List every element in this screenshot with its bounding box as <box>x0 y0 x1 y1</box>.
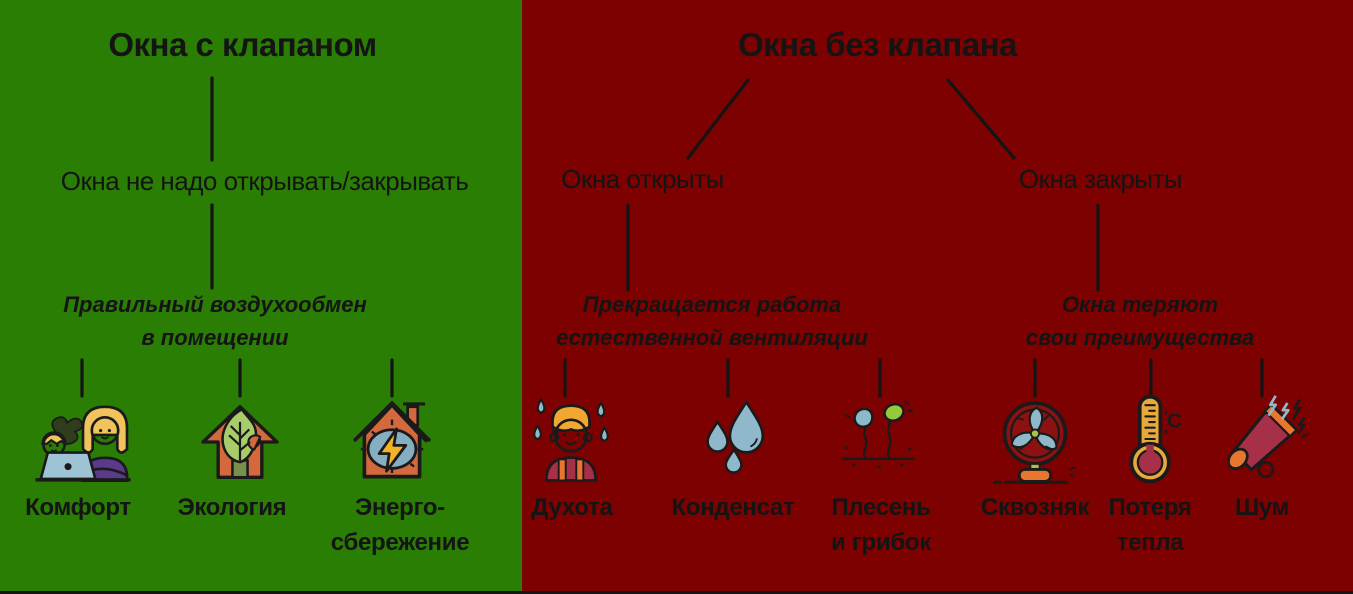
problem-label-stuffiness: Духота <box>531 494 613 521</box>
heat-loss-icon: C <box>1112 392 1190 486</box>
comfort-icon <box>28 398 138 486</box>
left-title: Окна с клапаном <box>108 26 377 63</box>
problem-label-mold: Плесень и грибок <box>831 494 931 556</box>
problem-label-heat-loss: Потеря тепла <box>1108 494 1192 556</box>
branch-closed-note: Окна теряют свои преимущества <box>1025 292 1255 350</box>
problem-label-condensate: Конденсат <box>671 494 795 521</box>
problem-label-noise: Шум <box>1234 494 1289 521</box>
right-title: Окна без клапана <box>738 26 1017 63</box>
branch-open-title: Окна открыты <box>561 164 724 194</box>
branch-open-note: Прекращается работа естественной вентиля… <box>556 292 868 350</box>
benefit-label-energy: Энерго- сбережение <box>330 494 470 556</box>
problem-label-draft: Сквозняк <box>980 494 1090 521</box>
benefit-label-ecology: Экология <box>177 494 287 521</box>
left-step1-text: Окна не надо открывать/закрывать <box>60 166 469 196</box>
left-panel-with-valve <box>0 0 522 594</box>
right-panel-without-valve <box>522 0 1353 594</box>
noise-icon <box>1216 394 1312 484</box>
branch-closed-title: Окна закрыты <box>1018 164 1183 194</box>
ecology-icon <box>190 400 290 484</box>
bottom-border <box>0 591 1353 594</box>
draft-icon <box>986 394 1084 486</box>
svg-text:C: C <box>1167 410 1182 433</box>
stuffiness-icon <box>527 396 615 484</box>
benefit-label-comfort: Комфорт <box>25 494 131 521</box>
condensate-icon <box>697 398 771 482</box>
energy-saving-icon <box>342 392 442 484</box>
mold-icon <box>836 398 920 478</box>
left-step2-note: Правильный воздухообмен в помещении <box>63 292 367 350</box>
